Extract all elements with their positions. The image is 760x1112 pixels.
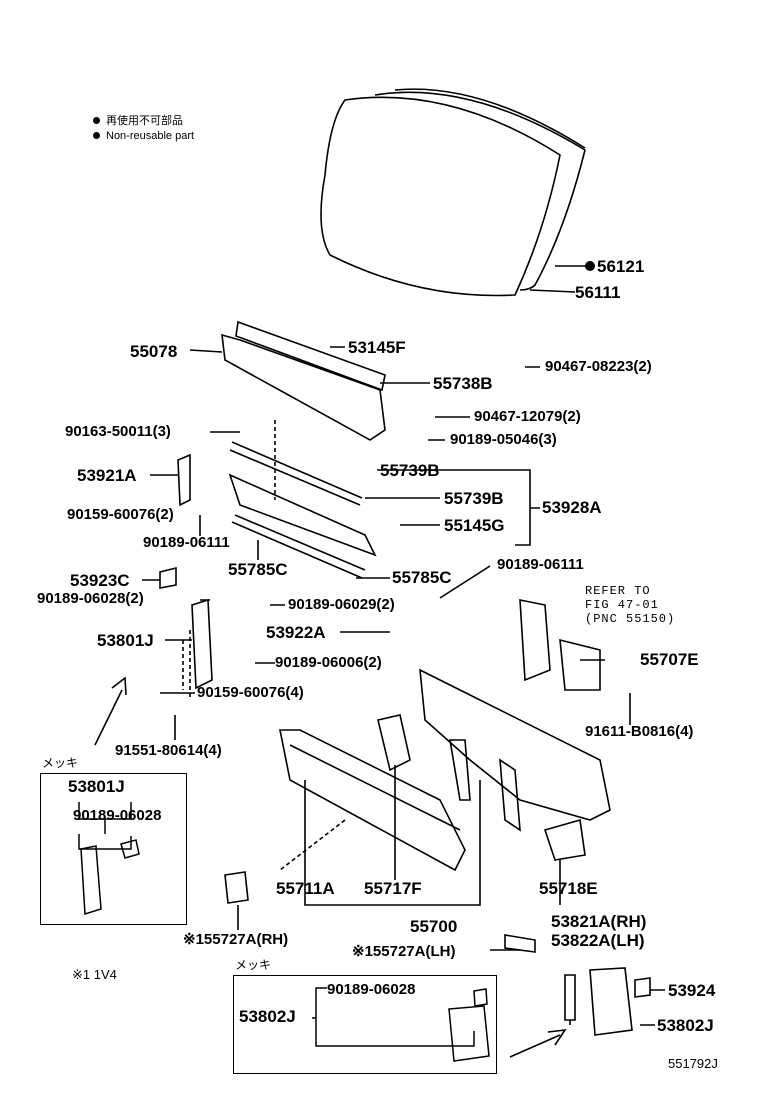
box2-label-53802J[interactable]: 53802J bbox=[239, 1007, 296, 1026]
label-53145F[interactable]: 53145F bbox=[348, 338, 406, 357]
label-55711A[interactable]: 55711A bbox=[276, 879, 335, 898]
grille-panel bbox=[228, 473, 377, 557]
label-53802J[interactable]: 53802J bbox=[657, 1016, 714, 1035]
refer-line-3: (PNC 55150) bbox=[585, 612, 676, 626]
clip-53923C bbox=[159, 566, 177, 589]
label-55707E[interactable]: 55707E bbox=[640, 650, 699, 669]
label-90467-12079[interactable]: 90467-12079(2) bbox=[474, 408, 581, 425]
upper-molding-55739B bbox=[229, 441, 363, 506]
label-90189-06028-2[interactable]: 90189-06028(2) bbox=[37, 590, 144, 607]
clip-53924 bbox=[634, 977, 651, 998]
legend-item-2: Non-reusable part bbox=[93, 130, 194, 142]
plated-detail-2-art bbox=[312, 987, 490, 1062]
non-reusable-dot bbox=[585, 261, 595, 271]
plate-55727A-RH bbox=[224, 871, 249, 904]
box1-label-90189-06028[interactable]: 90189-06028 bbox=[73, 807, 162, 824]
label-55739B-1[interactable]: 55739B bbox=[380, 461, 440, 480]
label-55717F[interactable]: 55717F bbox=[364, 879, 422, 898]
arrow-up bbox=[94, 676, 127, 746]
label-55078[interactable]: 55078 bbox=[130, 342, 178, 361]
label-56121[interactable]: 56121 bbox=[597, 257, 645, 276]
label-90189-06111-a[interactable]: 90189-06111 bbox=[143, 534, 230, 551]
windshield-glass bbox=[320, 96, 561, 297]
label-56111[interactable]: 56111 bbox=[575, 283, 621, 302]
label-53801J[interactable]: 53801J bbox=[97, 631, 154, 650]
plate-55727A-LH bbox=[504, 934, 536, 953]
bracket-55707E bbox=[519, 599, 551, 682]
cowl-top-panel bbox=[221, 333, 386, 441]
label-53928A[interactable]: 53928A bbox=[542, 498, 602, 517]
footnote-1: ※1 1V4 bbox=[72, 967, 117, 982]
cover-53802J bbox=[589, 967, 633, 1036]
bracket-55718E bbox=[543, 818, 586, 861]
bracket-53801J bbox=[191, 598, 213, 690]
label-55727A-RH[interactable]: ※155727A(RH) bbox=[183, 931, 289, 948]
plated-label-2: メッキ bbox=[235, 958, 272, 972]
legend-text-1: 再使用不可部品 bbox=[106, 115, 183, 127]
refer-line-1: REFER TO bbox=[585, 584, 651, 598]
box2-label-90189-06028[interactable]: 90189-06028 bbox=[327, 981, 416, 998]
label-90189-06111-b[interactable]: 90189-06111 bbox=[497, 556, 584, 573]
plated-detail-1-art bbox=[78, 802, 140, 916]
lower-molding-55785C bbox=[231, 514, 366, 579]
label-90467-08223[interactable]: 90467-08223(2) bbox=[545, 358, 652, 375]
plated-label-1: メッキ bbox=[42, 756, 79, 770]
label-55785C-2[interactable]: 55785C bbox=[392, 568, 452, 587]
label-55718E[interactable]: 55718E bbox=[539, 879, 598, 898]
label-53924[interactable]: 53924 bbox=[668, 981, 716, 1000]
front-panel-55711A bbox=[279, 729, 466, 872]
label-90189-05046[interactable]: 90189-05046(3) bbox=[450, 431, 557, 448]
label-55700[interactable]: 55700 bbox=[410, 917, 458, 936]
radiator-support-55700 bbox=[419, 668, 611, 821]
label-55738B[interactable]: 55738B bbox=[433, 374, 493, 393]
label-90159-60076-4[interactable]: 90159-60076(4) bbox=[197, 684, 304, 701]
label-53921A[interactable]: 53921A bbox=[77, 466, 137, 485]
legend-item-1: 再使用不可部品 bbox=[93, 112, 183, 128]
label-55145G[interactable]: 55145G bbox=[444, 516, 505, 535]
windshield-molding bbox=[374, 91, 586, 291]
label-55785C-1[interactable]: 55785C bbox=[228, 560, 288, 579]
label-90159-60076-2[interactable]: 90159-60076(2) bbox=[67, 506, 174, 523]
label-53922A[interactable]: 53922A bbox=[266, 623, 326, 642]
refer-line-2[interactable]: FIG 47-01 bbox=[585, 598, 659, 612]
arrow-right bbox=[509, 1029, 567, 1058]
legend-text-2: Non-reusable part bbox=[106, 130, 195, 142]
label-90189-06006[interactable]: 90189-06006(2) bbox=[275, 654, 382, 671]
label-53923C[interactable]: 53923C bbox=[70, 571, 130, 590]
trim-53821A bbox=[564, 974, 576, 1021]
bracket-53921A bbox=[177, 453, 191, 507]
label-53822A[interactable]: 53822A(LH) bbox=[551, 931, 645, 950]
label-55727A-LH[interactable]: ※155727A(LH) bbox=[352, 943, 456, 960]
box1-label-53801J[interactable]: 53801J bbox=[68, 777, 125, 796]
label-55739B-2[interactable]: 55739B bbox=[444, 489, 504, 508]
label-91551-80614[interactable]: 91551-80614(4) bbox=[115, 742, 222, 759]
bracket-55717F bbox=[377, 714, 411, 772]
plated-detail-box-2 bbox=[233, 975, 497, 1074]
label-53821A[interactable]: 53821A(RH) bbox=[551, 912, 647, 931]
label-90163-50011[interactable]: 90163-50011(3) bbox=[65, 423, 171, 440]
label-90189-06029[interactable]: 90189-06029(2) bbox=[288, 596, 395, 613]
label-91611-B0816[interactable]: 91611-B0816(4) bbox=[585, 723, 694, 740]
plated-detail-box-1 bbox=[40, 773, 187, 925]
diagram-id: 551792J bbox=[668, 1056, 718, 1071]
